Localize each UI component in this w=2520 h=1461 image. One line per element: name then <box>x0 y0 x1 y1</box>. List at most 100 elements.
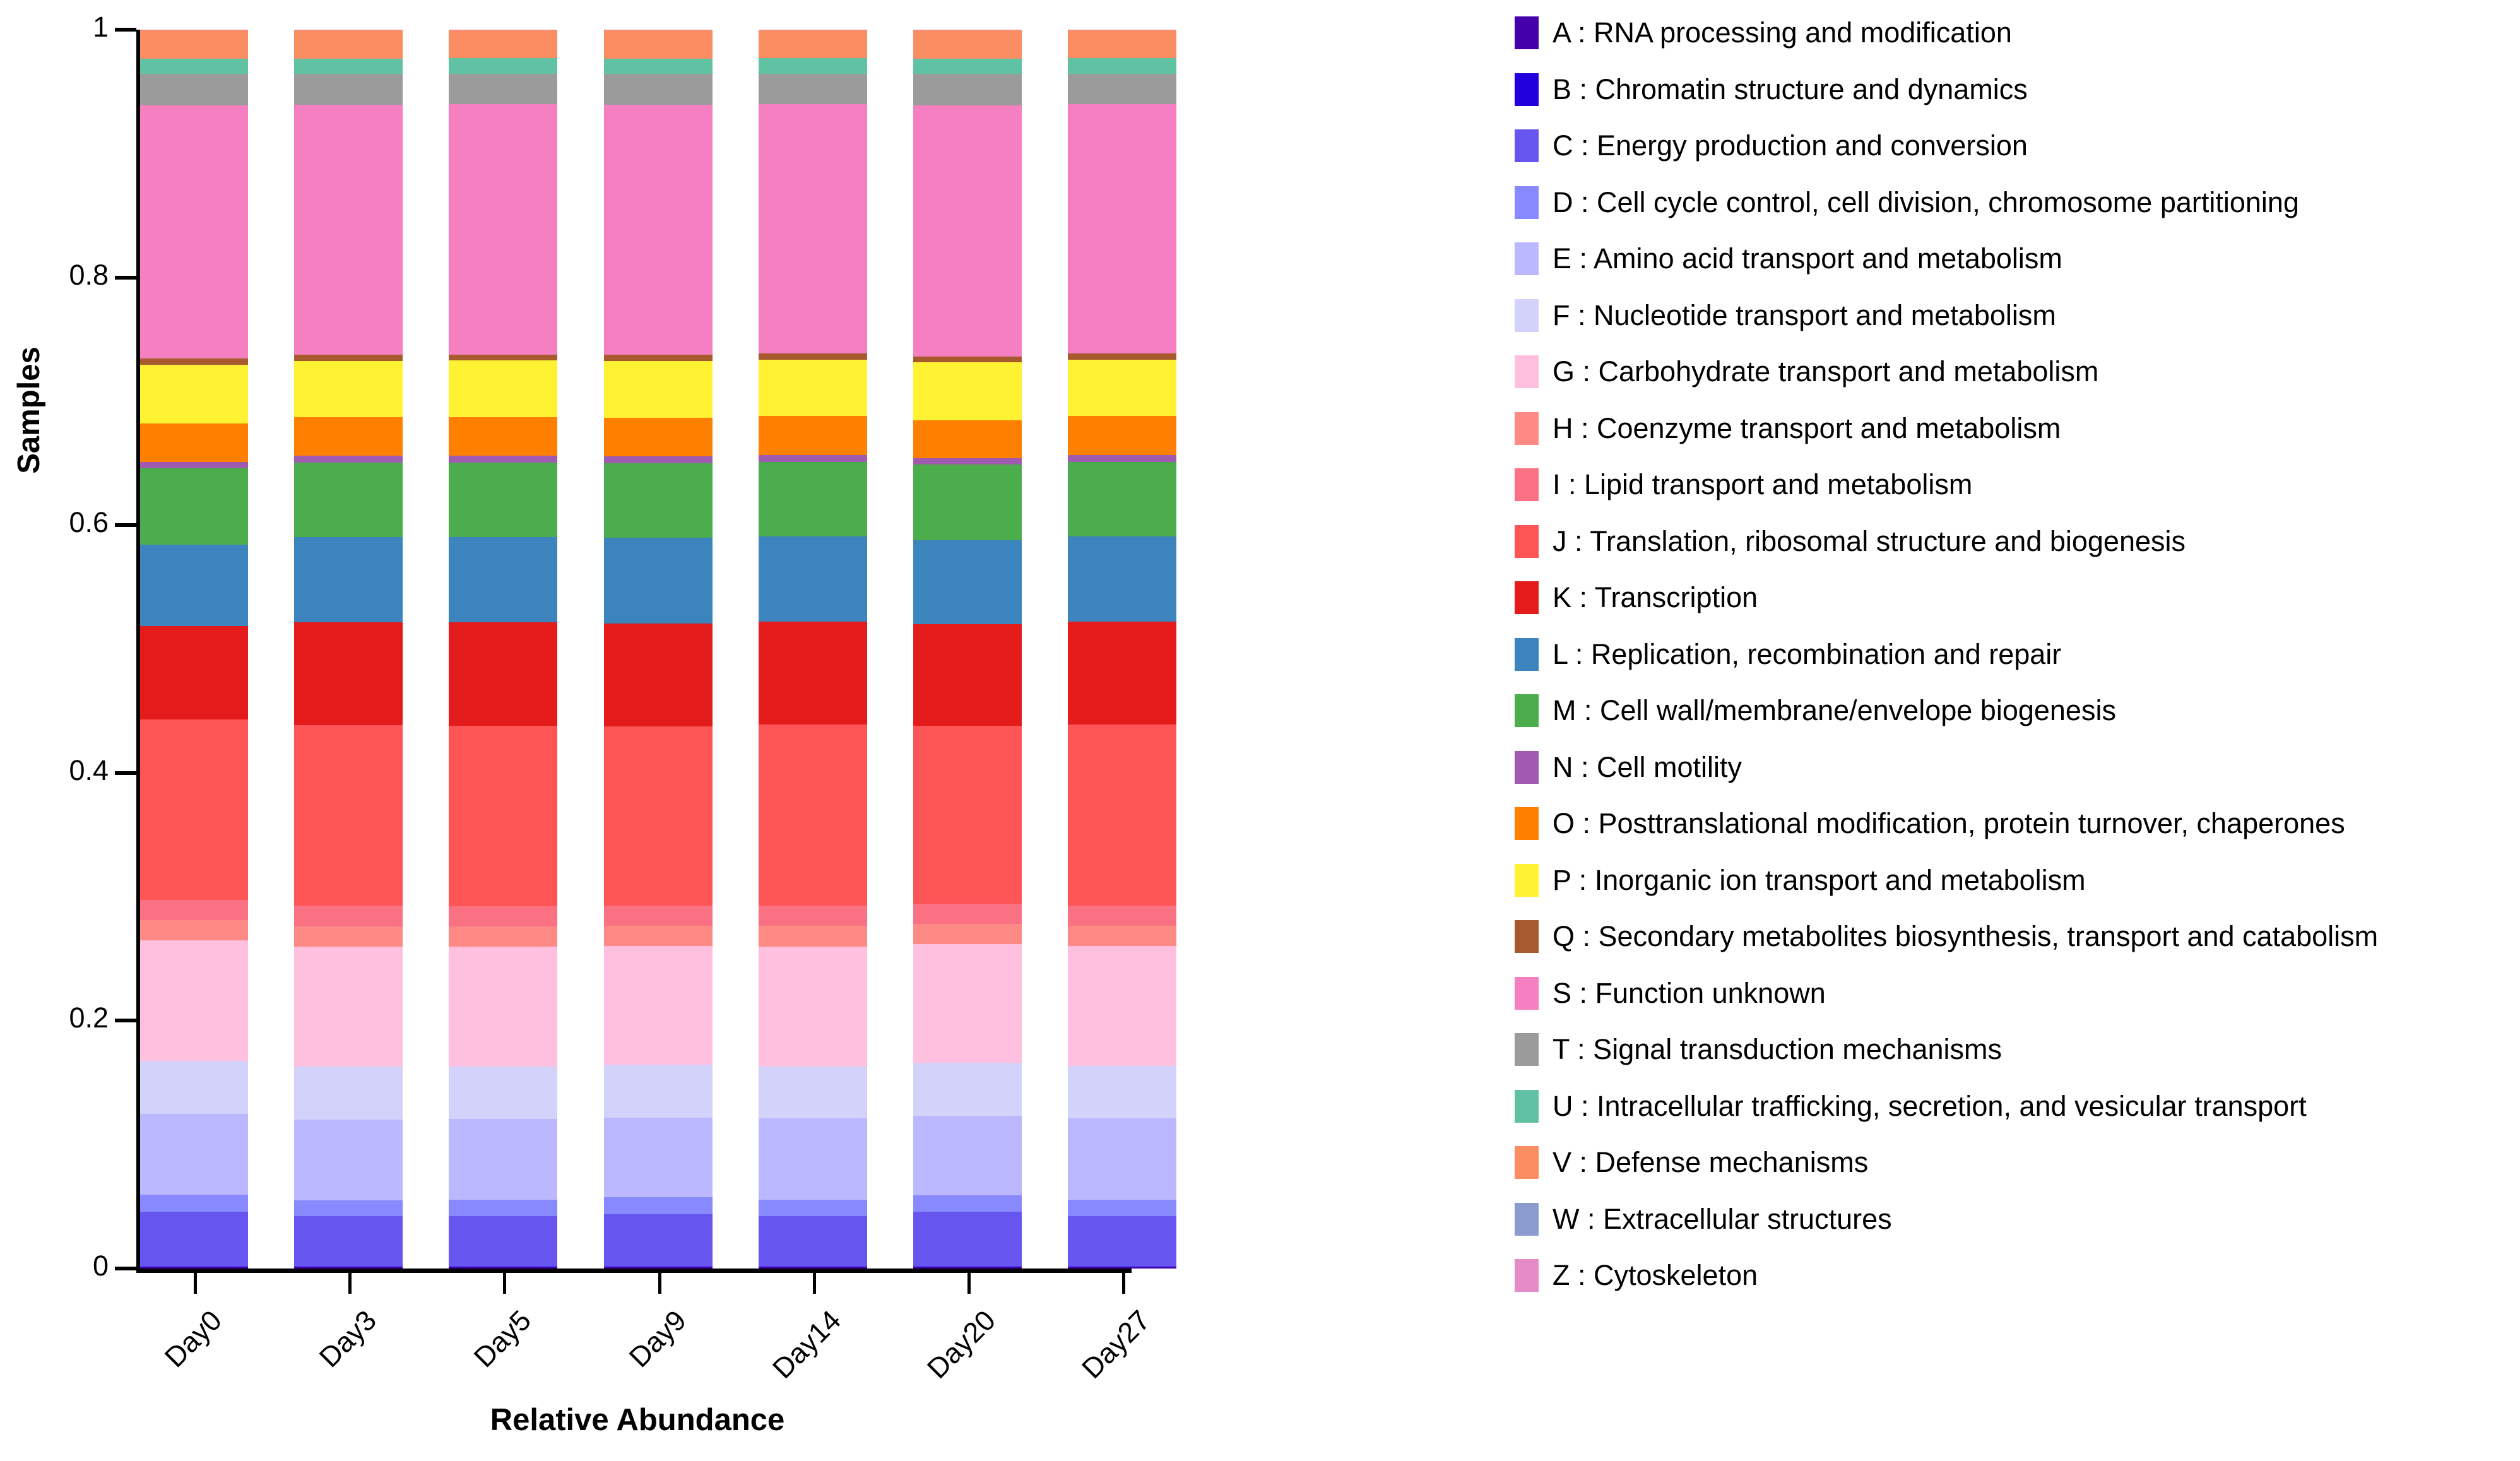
bar-segment-G[interactable] <box>139 940 248 1061</box>
legend-item-D[interactable]: D : Cell cycle control, cell division, c… <box>1515 186 2512 219</box>
legend-item-S[interactable]: S : Function unknown <box>1515 977 2512 1010</box>
bar-segment-L[interactable] <box>759 536 867 622</box>
bar-segment-T[interactable] <box>913 74 1022 105</box>
bar-segment-M[interactable] <box>294 463 403 537</box>
bar-segment-L[interactable] <box>294 537 403 622</box>
bar-segment-O[interactable] <box>759 416 867 454</box>
bar-segment-H[interactable] <box>1068 926 1176 946</box>
bar-segment-J[interactable] <box>604 726 713 906</box>
legend-item-L[interactable]: L : Replication, recombination and repai… <box>1515 638 2512 671</box>
legend-item-T[interactable]: T : Signal transduction mechanisms <box>1515 1033 2512 1066</box>
bar-segment-N[interactable] <box>913 458 1022 464</box>
legend-item-B[interactable]: B : Chromatin structure and dynamics <box>1515 73 2512 106</box>
bar-segment-D[interactable] <box>604 1197 713 1214</box>
bar-segment-G[interactable] <box>449 947 557 1067</box>
bar-segment-C[interactable] <box>139 1212 248 1267</box>
bar-segment-K[interactable] <box>913 624 1022 725</box>
bar-segment-V[interactable] <box>294 30 403 59</box>
legend-item-F[interactable]: F : Nucleotide transport and metabolism <box>1515 299 2512 332</box>
bar-segment-M[interactable] <box>604 463 713 538</box>
bar-segment-S[interactable] <box>449 104 557 354</box>
bar-segment-V[interactable] <box>759 30 867 59</box>
bar-segment-I[interactable] <box>759 906 867 926</box>
bar-segment-V[interactable] <box>139 30 248 59</box>
bar-segment-J[interactable] <box>913 726 1022 904</box>
bar-segment-D[interactable] <box>139 1195 248 1211</box>
bar-segment-U[interactable] <box>1068 58 1176 73</box>
bar-segment-H[interactable] <box>759 926 867 946</box>
bar-segment-E[interactable] <box>449 1119 557 1200</box>
bar-segment-H[interactable] <box>604 926 713 946</box>
bar-segment-C[interactable] <box>759 1216 867 1267</box>
bar-segment-E[interactable] <box>294 1120 403 1200</box>
bar-segment-C[interactable] <box>604 1214 713 1267</box>
legend-item-Q[interactable]: Q : Secondary metabolites biosynthesis, … <box>1515 920 2512 953</box>
bar-segment-U[interactable] <box>449 58 557 73</box>
legend-item-U[interactable]: U : Intracellular trafficking, secretion… <box>1515 1090 2512 1123</box>
bar-segment-K[interactable] <box>1068 622 1176 725</box>
bar-segment-K[interactable] <box>139 626 248 719</box>
bar-segment-Q[interactable] <box>139 358 248 365</box>
legend-item-P[interactable]: P : Inorganic ion transport and metaboli… <box>1515 864 2512 897</box>
bar-segment-J[interactable] <box>294 725 403 906</box>
bar-segment-S[interactable] <box>604 105 713 355</box>
legend-item-G[interactable]: G : Carbohydrate transport and metabolis… <box>1515 355 2512 388</box>
bar-segment-O[interactable] <box>913 420 1022 459</box>
bar-segment-I[interactable] <box>139 900 248 920</box>
bar-segment-H[interactable] <box>294 926 403 947</box>
bar-segment-N[interactable] <box>1068 455 1176 462</box>
bar-segment-P[interactable] <box>1068 360 1176 417</box>
bar-segment-T[interactable] <box>759 74 867 105</box>
bar-segment-P[interactable] <box>294 361 403 418</box>
bar-segment-T[interactable] <box>449 74 557 105</box>
bar-segment-K[interactable] <box>604 624 713 726</box>
bar-segment-L[interactable] <box>449 537 557 622</box>
bar-segment-T[interactable] <box>139 74 248 105</box>
bar-segment-D[interactable] <box>759 1200 867 1216</box>
bar-day14[interactable] <box>759 30 867 1269</box>
bar-segment-C[interactable] <box>913 1212 1022 1267</box>
bar-segment-I[interactable] <box>1068 906 1176 926</box>
bar-segment-U[interactable] <box>759 58 867 73</box>
bar-segment-J[interactable] <box>139 719 248 900</box>
bar-segment-D[interactable] <box>449 1200 557 1216</box>
bar-segment-U[interactable] <box>604 59 713 74</box>
bar-segment-Q[interactable] <box>294 355 403 361</box>
bar-segment-K[interactable] <box>449 622 557 726</box>
bar-segment-K[interactable] <box>759 622 867 725</box>
bar-segment-I[interactable] <box>604 906 713 926</box>
legend-item-J[interactable]: J : Translation, ribosomal structure and… <box>1515 525 2512 558</box>
bar-segment-O[interactable] <box>1068 416 1176 454</box>
bar-segment-Q[interactable] <box>604 355 713 361</box>
bar-segment-P[interactable] <box>139 365 248 423</box>
bar-segment-F[interactable] <box>913 1063 1022 1116</box>
bar-segment-P[interactable] <box>449 360 557 417</box>
bar-segment-F[interactable] <box>449 1067 557 1119</box>
bar-segment-O[interactable] <box>139 423 248 463</box>
bar-segment-M[interactable] <box>139 468 248 545</box>
bar-segment-E[interactable] <box>604 1118 713 1198</box>
legend-item-W[interactable]: W : Extracellular structures <box>1515 1203 2512 1236</box>
bar-segment-U[interactable] <box>913 59 1022 74</box>
bar-segment-S[interactable] <box>913 105 1022 357</box>
bar-segment-F[interactable] <box>294 1067 403 1120</box>
bar-segment-I[interactable] <box>294 906 403 926</box>
bar-segment-G[interactable] <box>294 947 403 1067</box>
bar-segment-T[interactable] <box>1068 74 1176 105</box>
legend-item-I[interactable]: I : Lipid transport and metabolism <box>1515 468 2512 501</box>
bar-segment-D[interactable] <box>294 1200 403 1217</box>
bar-segment-P[interactable] <box>759 360 867 417</box>
bar-segment-D[interactable] <box>1068 1200 1176 1216</box>
bar-segment-E[interactable] <box>139 1114 248 1195</box>
bar-segment-Q[interactable] <box>449 355 557 361</box>
bar-segment-N[interactable] <box>759 455 867 462</box>
bar-segment-F[interactable] <box>759 1067 867 1118</box>
bar-segment-N[interactable] <box>294 456 403 462</box>
bar-day9[interactable] <box>604 30 713 1269</box>
bar-segment-O[interactable] <box>604 418 713 456</box>
bar-segment-E[interactable] <box>759 1118 867 1200</box>
bar-segment-T[interactable] <box>294 74 403 105</box>
bar-segment-C[interactable] <box>1068 1216 1176 1267</box>
bar-segment-J[interactable] <box>759 725 867 906</box>
bar-segment-C[interactable] <box>294 1216 403 1267</box>
